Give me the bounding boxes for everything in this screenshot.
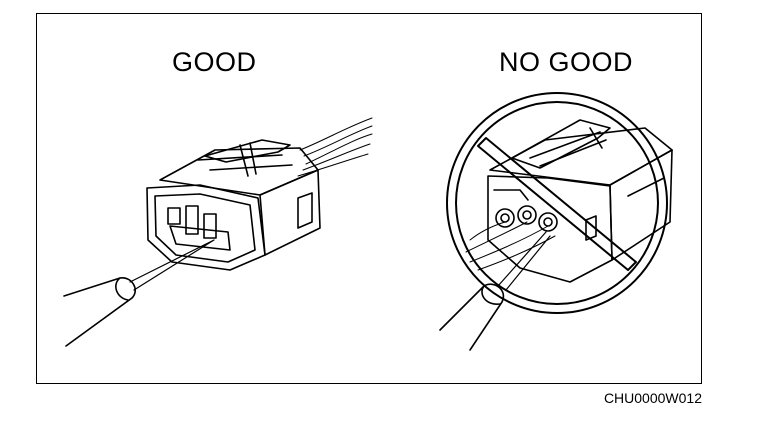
no-good-probe-tip	[497, 231, 551, 291]
no-good-lock-lever	[511, 119, 611, 169]
no-good-connector-face	[487, 175, 613, 283]
good-probe-tip	[129, 239, 215, 291]
no-good-label: NO GOOD	[499, 47, 634, 77]
good-terminal-cavity	[167, 207, 181, 225]
prohibition-slash	[477, 137, 637, 271]
no-good-terminal	[495, 208, 515, 228]
good-connector-side	[259, 169, 321, 256]
good-harness-wires	[297, 117, 373, 177]
prohibition-circle-inner	[455, 101, 659, 305]
no-good-connector-illustration	[439, 119, 673, 351]
no-good-terminal	[517, 205, 537, 225]
good-terminal-cavity	[203, 213, 217, 239]
prohibition-circle-outer	[446, 92, 668, 314]
no-good-terminal	[538, 212, 558, 232]
figure-code: CHU0000W012	[603, 390, 702, 406]
prohibition-sign	[446, 92, 668, 314]
good-lock-lever	[204, 139, 291, 163]
figure-frame	[36, 13, 702, 384]
good-terminal-cavity	[185, 205, 199, 235]
good-connector-top	[159, 147, 319, 196]
good-probe-body	[63, 277, 136, 347]
good-label: GOOD	[172, 47, 257, 77]
good-connector-face	[146, 184, 266, 271]
no-good-connector-side	[609, 149, 673, 261]
good-connector-illustration	[63, 117, 373, 347]
